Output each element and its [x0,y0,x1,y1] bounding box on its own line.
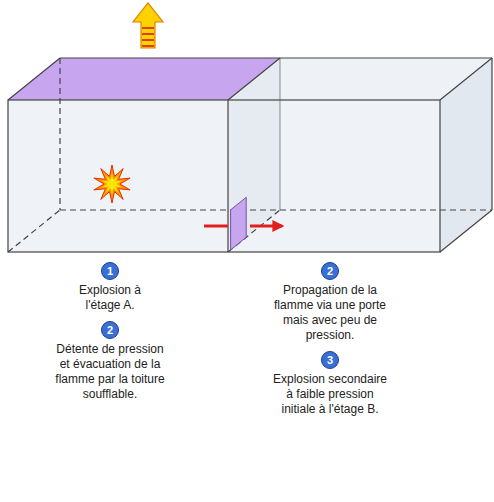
caption-text: Propagation de la flamme via une porte m… [272,283,388,343]
box-edges [8,58,492,252]
door [231,197,247,250]
caption-text: Explosion à l'étage A. [69,283,151,313]
caption-text: Explosion secondaire à faible pression i… [271,372,389,417]
caption-text: Détente de pression et évacuation de la … [54,342,166,402]
partition-wall [228,58,280,252]
callout-number: 2 [321,262,339,280]
flame-arrow [250,225,282,228]
hidden-edges [8,58,492,252]
callout-number: 3 [321,351,339,369]
flame-arrow [204,225,228,228]
front-face [8,100,440,252]
vent-arrow [133,3,163,48]
explosion-star [94,165,130,203]
callout-number: 1 [101,262,119,280]
callout-number: 2 [101,321,119,339]
